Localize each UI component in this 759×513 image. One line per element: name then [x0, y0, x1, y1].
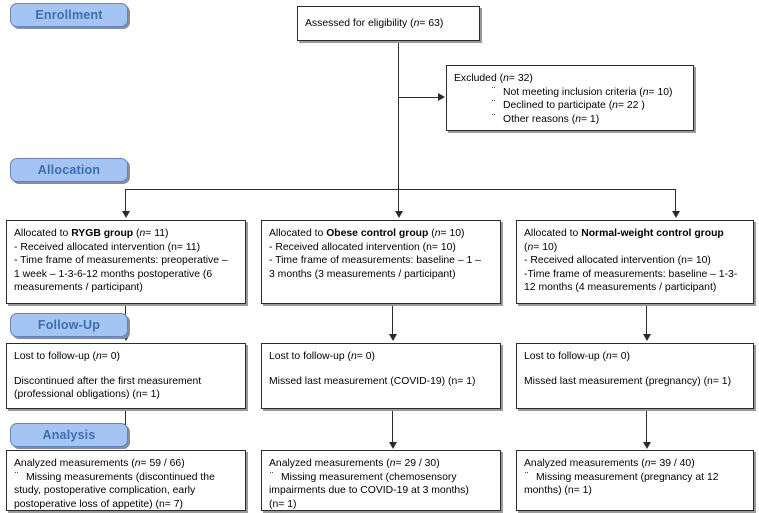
- bullet-icon: ¨: [492, 112, 496, 124]
- box-allocation-obese-control: Allocated to Obese control group (n= 10)…: [261, 220, 501, 304]
- box-allocation-normal-weight-control: Allocated to Normal-weight control group…: [516, 220, 754, 304]
- allocation-rygb-lead: Allocated to RYGB group (n= 11): [14, 228, 169, 239]
- excluded-item-0: Not meeting inclusion criteria (n= 10): [503, 86, 673, 98]
- analysis-rygb-missing: ¨ Missing measurements (discontinued the: [15, 471, 238, 485]
- box-assessed-for-eligibility: Assessed for eligibility (n= 63): [297, 6, 480, 41]
- analysis-rygb-head: Analyzed measurements (n= 59 / 66): [14, 458, 185, 469]
- excluded-item-2: Other reasons (n= 1): [503, 113, 600, 125]
- analysis-normal-missing-line-1: months) (n= 1): [524, 485, 592, 497]
- box-followup-obese-control: Lost to follow-up (n= 0) Missed last mea…: [261, 343, 501, 409]
- assessed-text: Assessed for eligibility (n= 63): [305, 18, 444, 30]
- stage-badge-allocation-label: Allocation: [37, 163, 101, 177]
- allocation-rygb-line-1: - Time frame of measurements: preoperati…: [14, 255, 228, 267]
- followup-rygb-line-1: (professional obligations) (n= 1): [14, 389, 160, 401]
- followup-normal-line-0: Missed last measurement (pregnancy) (n= …: [524, 375, 732, 387]
- analysis-rygb-missing-line-1: study, postoperative complication, early: [14, 485, 196, 497]
- allocation-normal-lead: Allocated to Normal-weight control group: [524, 228, 724, 239]
- list-item: ¨ Other reasons (n= 1): [492, 113, 686, 127]
- box-followup-normal-weight-control: Lost to follow-up (n= 0) Missed last mea…: [516, 343, 754, 409]
- bullet-icon: ¨: [270, 470, 274, 482]
- box-followup-rygb: Lost to follow-up (n= 0) Discontinued af…: [6, 343, 246, 409]
- box-allocation-rygb: Allocated to RYGB group (n= 11) - Receiv…: [6, 220, 246, 304]
- connector-analysis-mid: [392, 410, 393, 444]
- allocation-rygb-line-2: 1 week – 1-3-6-12 months postoperative (…: [14, 268, 213, 280]
- stage-badge-enrollment-label: Enrollment: [35, 8, 103, 22]
- arrow-followup-left: [122, 334, 130, 341]
- analysis-obese-missing-line-1: impairments due to COVID-19 at 3 months): [269, 485, 469, 497]
- connector-allocation-bar: [125, 189, 676, 190]
- arrow-analysis-mid: [389, 442, 397, 449]
- arrow-analysis-left: [122, 442, 130, 449]
- excluded-heading: Excluded (n= 32): [454, 73, 533, 84]
- arrow-allocation-right: [672, 211, 680, 218]
- analysis-obese-head: Analyzed measurements (n= 29 / 30): [269, 458, 440, 469]
- arrow-followup-mid: [389, 334, 397, 341]
- analysis-obese-missing-line-0: Missing measurement (chemosensory: [281, 471, 457, 483]
- connector-allocation-mid-drop: [398, 189, 399, 213]
- allocation-obese-line-2: 3 months (3 measurements / participant): [269, 268, 456, 280]
- connector-assessed-down: [398, 41, 399, 189]
- bullet-icon: ¨: [492, 99, 496, 111]
- allocation-normal-line-2: 12 months (4 measurements / participant): [524, 282, 717, 294]
- followup-rygb-lost: Lost to follow-up (n= 0): [14, 351, 120, 362]
- connector-to-excluded: [398, 97, 440, 98]
- box-excluded: Excluded (n= 32) ¨ Not meeting inclusion…: [446, 65, 694, 131]
- stage-badge-analysis-label: Analysis: [42, 428, 96, 442]
- analysis-rygb-missing-line-2: postoperative loss of appetite) (n= 7): [14, 498, 183, 510]
- connector-analysis-right: [646, 410, 647, 444]
- arrow-to-excluded: [438, 93, 445, 101]
- box-analysis-rygb: Analyzed measurements (n= 59 / 66) ¨ Mis…: [6, 450, 246, 511]
- allocation-normal-line-1: -Time frame of measurements: baseline – …: [524, 268, 738, 280]
- allocation-normal-lead-n: (n= 10): [524, 241, 558, 253]
- stage-badge-enrollment: Enrollment: [10, 3, 128, 27]
- bullet-icon: ¨: [525, 470, 529, 482]
- followup-obese-line-0: Missed last measurement (COVID-19) (n= 1…: [269, 375, 476, 387]
- list-item: ¨ Not meeting inclusion criteria (n= 10): [492, 86, 686, 100]
- stage-badge-followup: Follow-Up: [10, 313, 128, 337]
- analysis-obese-missing-line-2: (n= 1): [269, 498, 297, 510]
- analysis-normal-head: Analyzed measurements (n= 39 / 40): [524, 458, 695, 469]
- analysis-normal-missing: ¨ Missing measurement (pregnancy at 12: [525, 471, 746, 485]
- arrow-allocation-left: [122, 211, 130, 218]
- allocation-obese-lead: Allocated to Obese control group (n= 10): [269, 228, 465, 239]
- stage-badge-analysis: Analysis: [10, 423, 128, 447]
- box-analysis-normal-weight-control: Analyzed measurements (n= 39 / 40) ¨ Mis…: [516, 450, 754, 511]
- connector-allocation-left-drop: [125, 189, 126, 213]
- stage-badge-allocation: Allocation: [10, 158, 128, 182]
- analysis-rygb-missing-line-0: Missing measurements (discontinued the: [26, 471, 215, 483]
- allocation-obese-line-1: - Time frame of measurements: baseline –…: [269, 255, 481, 267]
- allocation-rygb-line-3: measurements / participant): [14, 282, 143, 294]
- bullet-icon: ¨: [492, 85, 496, 97]
- arrow-allocation-mid: [395, 211, 403, 218]
- allocation-obese-line-0: - Received allocated intervention (n= 10…: [269, 241, 456, 253]
- excluded-list: ¨ Not meeting inclusion criteria (n= 10)…: [492, 86, 686, 127]
- followup-obese-lost: Lost to follow-up (n= 0): [269, 351, 375, 362]
- connector-followup-mid: [392, 305, 393, 336]
- excluded-item-1: Declined to participate (n= 22 ): [503, 100, 645, 112]
- arrow-followup-right: [643, 334, 651, 341]
- allocation-rygb-line-0: - Received allocated intervention (n= 11…: [14, 241, 201, 253]
- box-analysis-obese-control: Analyzed measurements (n= 29 / 30) ¨ Mis…: [261, 450, 501, 511]
- allocation-normal-line-0: - Received allocated intervention (n= 10…: [524, 255, 711, 267]
- stage-badge-followup-label: Follow-Up: [37, 318, 101, 332]
- list-item: ¨ Declined to participate (n= 22 ): [492, 99, 686, 113]
- connector-followup-right: [646, 305, 647, 336]
- arrow-analysis-right: [643, 442, 651, 449]
- analysis-obese-missing: ¨ Missing measurement (chemosensory: [270, 471, 493, 485]
- followup-normal-lost: Lost to follow-up (n= 0): [524, 351, 630, 362]
- followup-rygb-line-0: Discontinued after the first measurement: [14, 375, 202, 387]
- connector-allocation-right-drop: [675, 189, 676, 213]
- analysis-normal-missing-line-0: Missing measurement (pregnancy at 12: [536, 471, 719, 483]
- bullet-icon: ¨: [15, 470, 19, 482]
